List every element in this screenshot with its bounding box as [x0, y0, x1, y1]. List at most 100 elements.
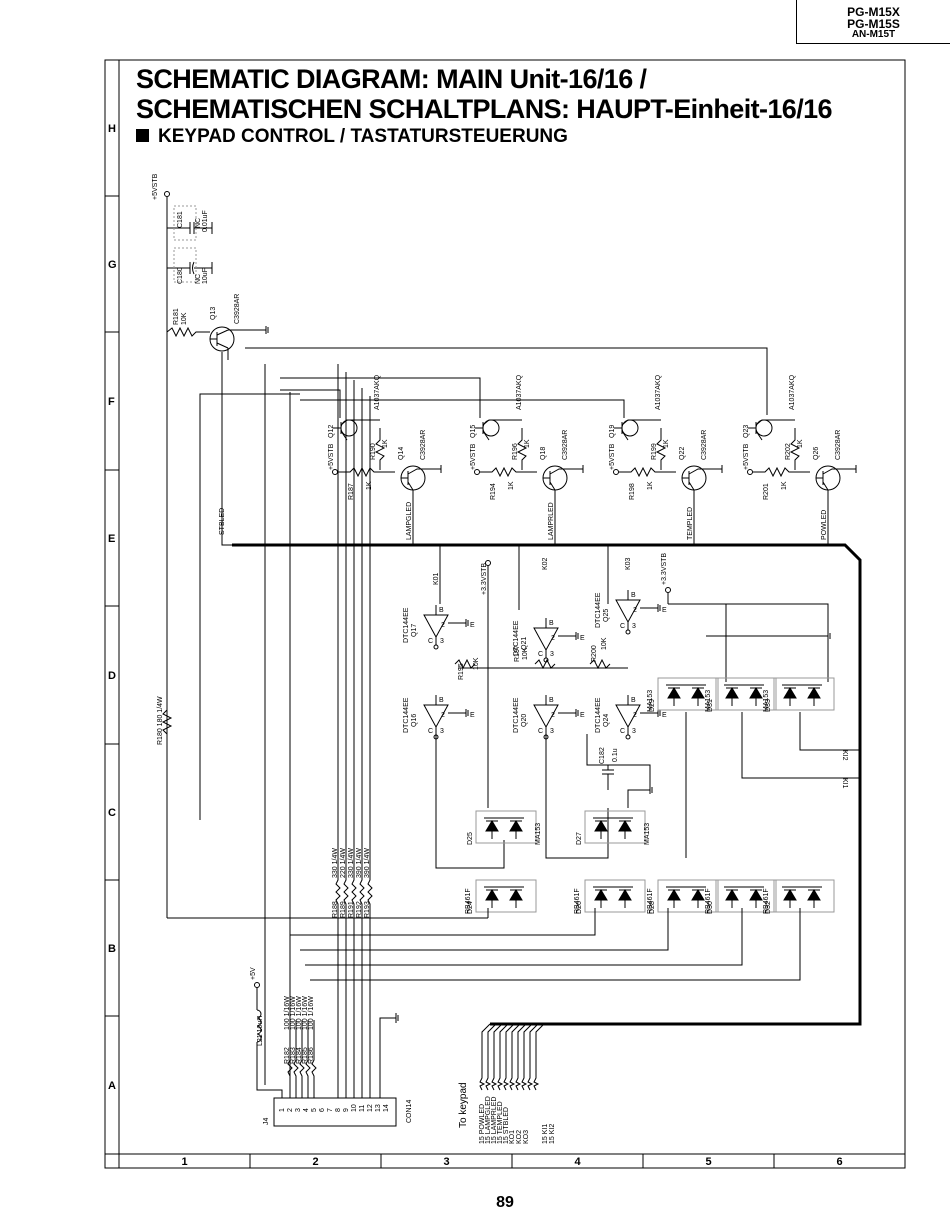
filter-res-ref-4: R185: [302, 1047, 309, 1064]
keypad-signal-3: 15 LAMPRLED: [491, 1097, 498, 1144]
key-tr-type-5: DTC144EE: [595, 592, 602, 628]
series-res-ref-3: R191: [348, 901, 355, 918]
connector-pin-14: 14: [383, 1104, 390, 1112]
r181-ref: R181: [173, 308, 180, 325]
diode-ref-ma4: D31: [707, 699, 714, 712]
connector-ref: J4: [263, 1118, 270, 1126]
pin-c-1: C: [428, 638, 433, 645]
diode-ref-ma1: D25: [467, 832, 474, 845]
npn-type-1: C3928AR: [420, 430, 427, 460]
v5stb-stage-2: +5VSTB: [470, 443, 477, 470]
c182-value: 0.1u: [612, 748, 619, 762]
pin-e-2: E: [470, 712, 475, 719]
r197-ref: R197: [514, 645, 521, 662]
pin-2-5: 2: [633, 607, 637, 614]
key-tr-ref-3: Q21: [521, 637, 528, 650]
pnp-type-4: A1037AKQ: [789, 374, 796, 410]
c182-ref: C182: [599, 747, 606, 764]
r-ref-1: R187: [348, 483, 355, 500]
title-line-2: SCHEMATISCHEN SCHALTPLANS: HAUPT-Einheit…: [136, 94, 833, 124]
ko1-label: K01: [433, 572, 440, 585]
series-res-value-1: 330 1/4W: [332, 848, 339, 878]
to-keypad-label: To keypad: [458, 1082, 469, 1128]
filter-res-ref-3: R184: [296, 1047, 303, 1064]
r-value-2: 1K: [508, 481, 515, 490]
led-net-2: LAMPRLED: [548, 502, 555, 540]
v5stb-stage-3: +5VSTB: [609, 443, 616, 470]
npn-type-3: C3928AR: [701, 430, 708, 460]
filter-res-ref-2: R183: [290, 1047, 297, 1064]
q13-type: C3928AR: [234, 294, 241, 324]
connector-pin-4: 4: [303, 1108, 310, 1112]
filter-res-value-2: 100 1/16W: [290, 996, 297, 1030]
v5stb-stage-1: +5VSTB: [328, 443, 335, 470]
col-label-4: 4: [575, 1156, 582, 1168]
connector-pin-2: 2: [287, 1108, 294, 1112]
keypad-signal-7: KO2: [516, 1130, 523, 1144]
r180-label: R180 180 1/4W: [157, 696, 164, 745]
keypad-fanout: [479, 1023, 545, 1091]
v5-label: +5V: [250, 967, 257, 980]
pin-c-2: C: [428, 728, 433, 735]
keypad-signal-2: 15 LAMPGLED: [485, 1096, 492, 1144]
connector-pin-9: 9: [343, 1108, 350, 1112]
pnp-ref-3: Q19: [609, 425, 616, 438]
standby-power-section: +5VSTB C181 NC 0.01uF C180 NC 10uF R181 …: [152, 173, 269, 918]
key-scan-wiring: +3.3VSTB +3.3VSTB R195 10K R197 10K R200…: [433, 546, 860, 869]
npn-ref-3: Q22: [679, 447, 686, 460]
pnp-ref-2: Q15: [470, 425, 477, 438]
connector-name: CON14: [406, 1100, 413, 1123]
filter-res-value-5: 100 1/16W: [308, 996, 315, 1030]
diode-type-ma5: MA153: [763, 690, 770, 712]
diode-type-rb5: RB461F: [763, 888, 770, 914]
pin-c-3: C: [538, 651, 543, 658]
led-net-1: LAMPGLED: [406, 502, 413, 540]
sheet-frame: [104, 59, 906, 1169]
ko2-label: K02: [542, 557, 549, 570]
diode-type-rb3: RB461F: [647, 888, 654, 914]
model-2: PG-M15S: [847, 17, 900, 31]
diode-type-rb2: RB461F: [574, 888, 581, 914]
pin-2-6: 2: [633, 712, 637, 719]
ki2-label: KI2: [841, 750, 848, 761]
rb-value-4: 1K: [797, 439, 804, 448]
row-label-b: B: [108, 943, 116, 955]
led-net-4: POWLED: [821, 510, 828, 540]
r-ref-4: R201: [763, 483, 770, 500]
pin-b-4: B: [549, 697, 554, 704]
filter-res-ref-1: R182: [284, 1047, 291, 1064]
pnp-ref-1: Q12: [328, 425, 335, 438]
r-value-3: 1K: [647, 481, 654, 490]
rb-ref-4: R202: [785, 443, 792, 460]
diode-type-ma4: MA153: [705, 690, 712, 712]
diode-type-rb1: RB461F: [465, 888, 472, 914]
connector-pin-6: 6: [319, 1108, 326, 1112]
r200-value: 10K: [601, 637, 608, 650]
keypad-signal-4: 15 TEMPLED: [497, 1101, 504, 1144]
key-tr-ref-6: Q24: [603, 714, 610, 727]
pin-3-4: 3: [550, 728, 554, 735]
rb-ref-1: R190: [370, 443, 377, 460]
page-title: SCHEMATIC DIAGRAM: MAIN Unit-16/16 / SCH…: [136, 64, 833, 124]
keypad-signal-9: 15 KI1: [542, 1124, 549, 1144]
v33stb-label-2: +3.3VSTB: [661, 553, 668, 585]
series-res-value-3: 330 1/4W: [348, 848, 355, 878]
